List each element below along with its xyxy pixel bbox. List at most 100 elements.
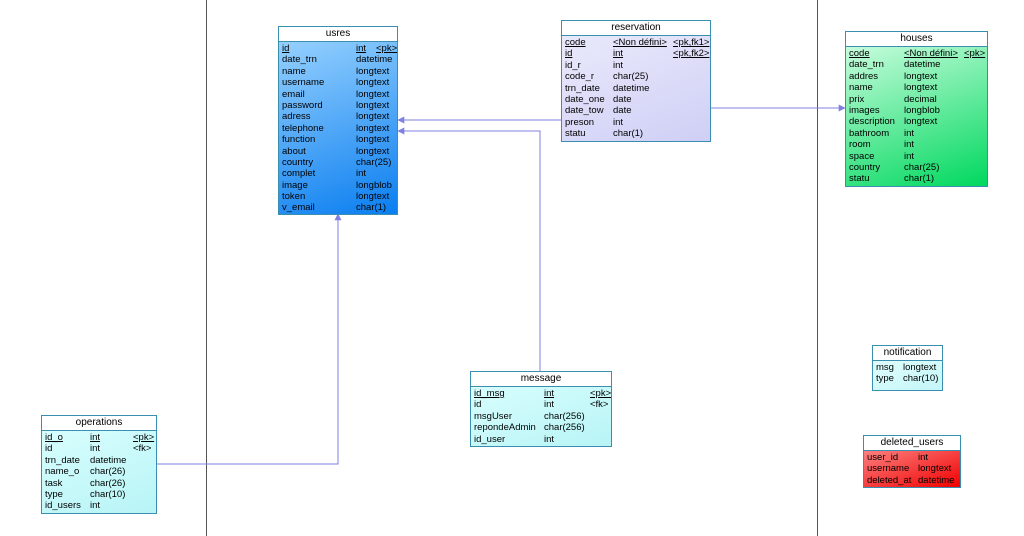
column-type: datetime <box>918 474 955 486</box>
divider-left <box>206 0 207 536</box>
column-row: id int <fk> <box>45 443 153 454</box>
column-type: <Non défini> <box>613 37 667 48</box>
column-name: date_one <box>565 93 605 105</box>
column-row: date_trn datetime <box>849 59 984 70</box>
column-type: date <box>613 105 632 117</box>
column-key: <pk> <box>590 388 612 399</box>
column-name: id <box>474 399 482 411</box>
column-type: longblob <box>356 179 392 191</box>
column-type: longtext <box>356 145 390 157</box>
column-name: code <box>849 48 870 59</box>
column-row: code<Non défini><pk,fk1> <box>565 37 709 48</box>
column-row: code <Non défini> <pk> <box>849 48 986 59</box>
column-name: description <box>849 116 895 128</box>
column-type: datetime <box>904 59 941 71</box>
column-name: images <box>849 104 880 116</box>
column-type: longtext <box>904 116 938 128</box>
column-name: password <box>282 99 323 111</box>
column-type: char(25) <box>356 156 392 168</box>
column-name: preson <box>565 116 595 128</box>
column-key: <pk> <box>964 48 986 59</box>
column-name: name <box>282 65 306 77</box>
column-name: name_o <box>45 466 80 478</box>
column-name: date_trn <box>849 59 884 71</box>
column-type: char(25) <box>904 161 940 173</box>
column-name: type <box>45 488 63 500</box>
column-type: char(10) <box>90 488 126 500</box>
column-type: int <box>90 443 101 455</box>
column-name: room <box>849 139 871 151</box>
column-type: int <box>904 139 915 151</box>
column-type: longtext <box>903 362 937 373</box>
entity-title: houses <box>846 32 987 47</box>
column-name: id <box>45 443 53 455</box>
column-name: id <box>282 43 290 54</box>
link-operations-usres <box>156 213 342 465</box>
column-type: longtext <box>356 99 390 111</box>
column-type: char(1) <box>613 128 644 140</box>
column-name: space <box>849 150 875 162</box>
entity-title: usres <box>279 27 397 42</box>
column-name: id_msg <box>474 388 505 399</box>
column-row: name_o char(26) <box>45 466 153 477</box>
column-name: id_r <box>565 59 581 71</box>
column-type: longblob <box>904 104 940 116</box>
column-type: char(26) <box>90 466 126 478</box>
column-row: description longtext <box>849 116 984 127</box>
column-key: <pk,fk2> <box>673 48 710 60</box>
column-name: prix <box>849 93 865 105</box>
column-type: longtext <box>356 191 390 203</box>
column-type: longtext <box>356 88 390 100</box>
column-name: addres <box>849 70 879 82</box>
column-type: longtext <box>904 82 938 94</box>
column-name: code_r <box>565 71 595 83</box>
column-key: <fk> <box>133 443 152 455</box>
column-name: statu <box>565 128 586 140</box>
column-type: int <box>356 168 367 180</box>
column-row: room int <box>849 139 984 150</box>
column-name: bathroom <box>849 127 890 139</box>
column-name: adress <box>282 111 311 123</box>
column-name: trn_date <box>565 82 600 94</box>
column-name: date_trn <box>282 54 317 66</box>
column-type: int <box>544 388 555 399</box>
column-type: char(1) <box>904 173 935 185</box>
column-name: code <box>565 37 586 48</box>
column-name: about <box>282 145 306 157</box>
column-name: task <box>45 477 63 489</box>
column-type: int <box>544 433 555 445</box>
column-type: longtext <box>356 122 390 134</box>
column-type: <Non défini> <box>904 48 958 59</box>
column-type: int <box>904 150 915 162</box>
column-type: char(256) <box>544 422 585 434</box>
